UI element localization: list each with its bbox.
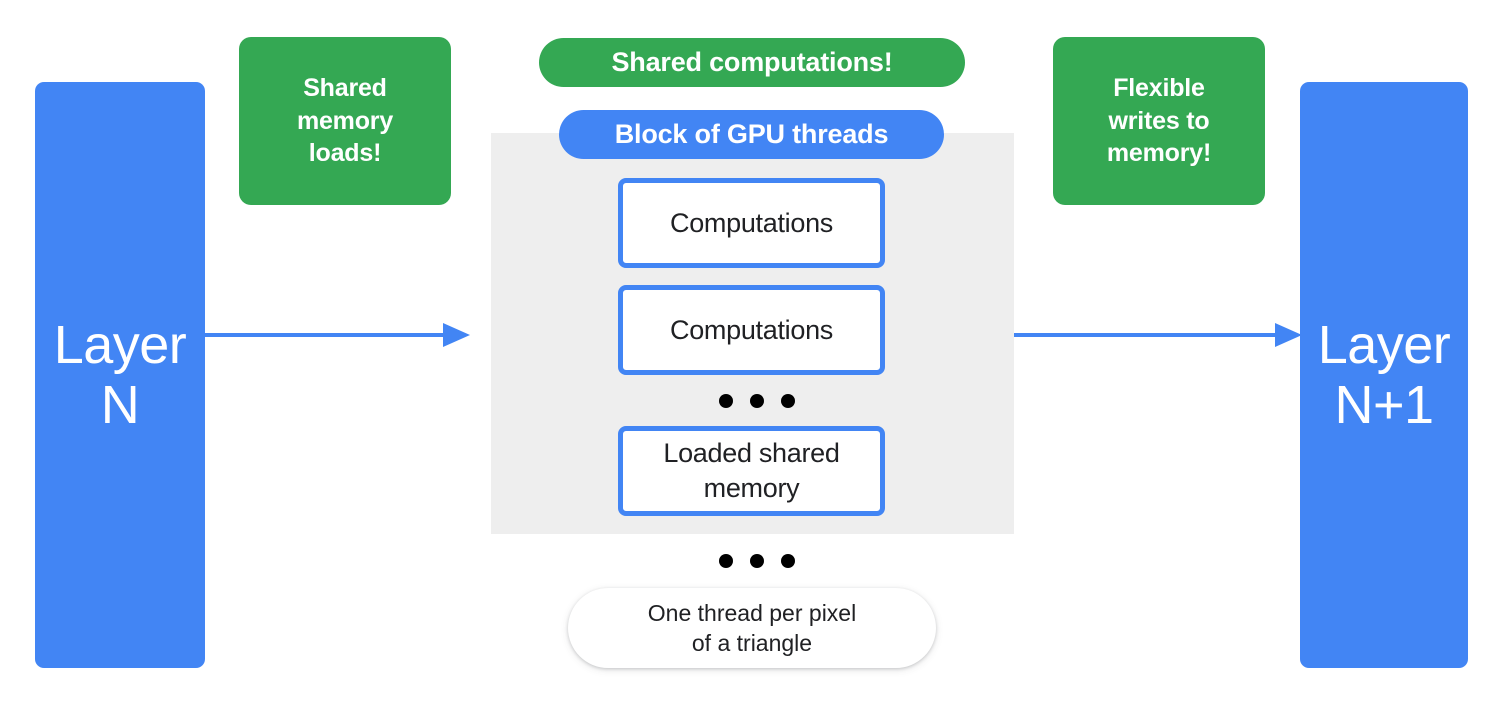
thread-box-computations-1: Computations <box>618 178 885 268</box>
dot-icon <box>750 394 764 408</box>
arrow-layer-n-to-block <box>205 321 470 349</box>
layer-n-box: Layer N <box>35 82 205 668</box>
ellipsis-dots-below-block <box>719 554 795 568</box>
thread-box-computations-2: Computations <box>618 285 885 375</box>
dot-icon <box>781 554 795 568</box>
layer-n-plus-1-box: Layer N+1 <box>1300 82 1468 668</box>
callout-flexible-writes-to-memory: Flexible writes to memory! <box>1053 37 1265 205</box>
pill-shared-computations: Shared computations! <box>539 38 965 87</box>
dot-icon <box>719 554 733 568</box>
dot-icon <box>719 394 733 408</box>
thread-box-loaded-shared-memory: Loaded shared memory <box>618 426 885 516</box>
callout-shared-memory-loads: Shared memory loads! <box>239 37 451 205</box>
pill-one-thread-per-pixel: One thread per pixel of a triangle <box>568 588 936 668</box>
arrow-block-to-layer-n1 <box>1014 321 1302 349</box>
arrow-right-icon <box>1014 323 1302 347</box>
pill-block-of-gpu-threads: Block of GPU threads <box>559 110 944 159</box>
ellipsis-dots-inside-block <box>719 394 795 408</box>
dot-icon <box>750 554 764 568</box>
dot-icon <box>781 394 795 408</box>
arrow-right-icon <box>205 323 470 347</box>
